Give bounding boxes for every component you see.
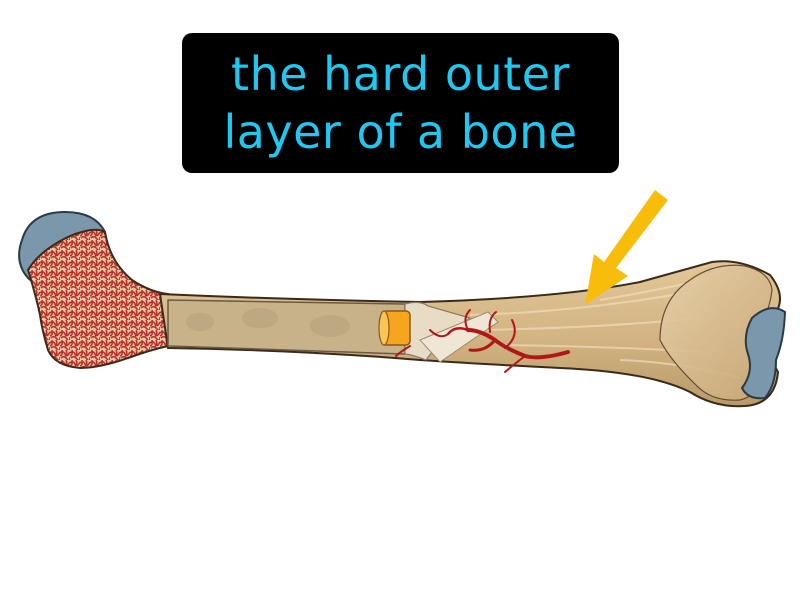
caption-box: the hard outer layer of a bone <box>182 33 619 173</box>
pointer-arrow <box>585 190 668 305</box>
caption-line-2: layer of a bone <box>223 105 578 159</box>
blood-vessels <box>395 309 570 373</box>
marrow-plug <box>378 310 411 346</box>
distal-cartilage <box>740 307 787 400</box>
marrow-shading <box>186 308 350 337</box>
femur-illustration <box>18 190 787 408</box>
caption-line-1: the hard outer <box>231 47 570 101</box>
spongy-bone <box>26 228 169 370</box>
